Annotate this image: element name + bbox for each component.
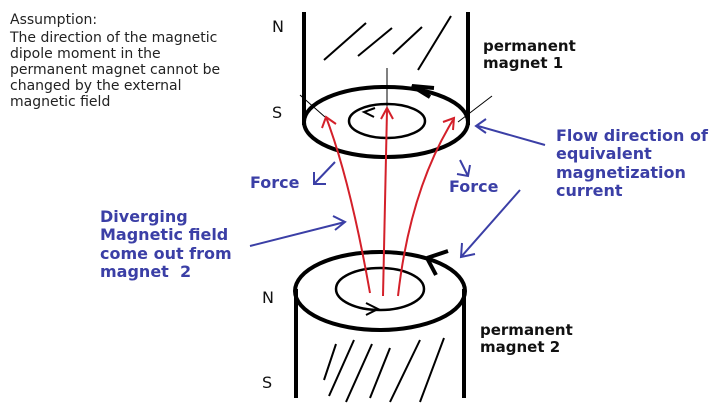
force-left-label: Force — [250, 173, 300, 192]
magnet-2 — [293, 249, 467, 403]
magnet-2-south: S — [262, 373, 273, 392]
magnet-1-label: permanent magnet 1 — [483, 37, 576, 73]
magnet-1-south: S — [272, 103, 283, 122]
annotation-arrows — [249, 118, 546, 259]
magnet-1 — [299, 12, 493, 159]
field-lines — [321, 105, 456, 297]
assumption-text: The direction of the magnetic dipole mom… — [10, 30, 221, 111]
assumption-title: Assumption: — [10, 12, 98, 28]
diverging-field-label: Diverging Magnetic field come out from m… — [100, 207, 232, 282]
magnet-2-north: N — [262, 288, 274, 307]
force-right-label: Force — [449, 177, 499, 196]
flow-direction-label: Flow direction of equivalent magnetizati… — [556, 126, 708, 201]
magnet-1-north: N — [272, 17, 284, 36]
magnet-2-label: permanent magnet 2 — [480, 321, 573, 357]
